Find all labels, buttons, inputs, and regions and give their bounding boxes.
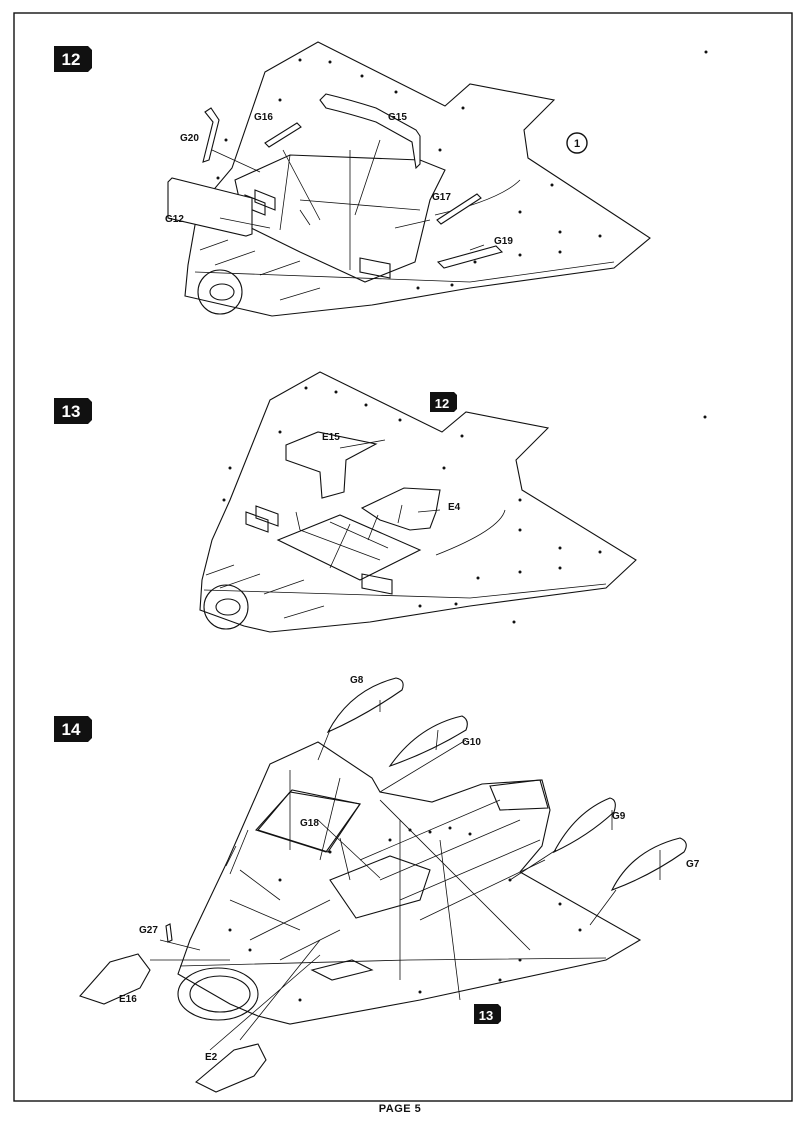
callout-G27: G27 <box>139 925 158 936</box>
svg-text:13: 13 <box>479 1008 493 1023</box>
step-badge-14: 14 <box>54 716 92 742</box>
callout-G12: G12 <box>165 214 184 225</box>
callout-G19: G19 <box>494 236 513 247</box>
part-G10-shape <box>388 715 468 768</box>
ref-badge-12: 12 <box>430 392 457 412</box>
wing-drawing-14 <box>177 741 642 1025</box>
callout-G10: G10 <box>462 737 481 748</box>
part-E2-shape <box>195 1043 267 1093</box>
page-frame <box>13 12 793 1102</box>
ref-step-1-marker: 1 <box>566 132 588 154</box>
part-G15-shape <box>319 93 421 170</box>
part-G9-shape <box>552 797 616 854</box>
wing-drawing-12 <box>184 41 651 317</box>
wing-drawing-13 <box>199 371 637 633</box>
callout-G20: G20 <box>180 133 199 144</box>
callout-E15: E15 <box>322 432 340 443</box>
part-G17-shape <box>436 193 482 225</box>
part-G8-shape <box>326 677 404 734</box>
step-12: 12 <box>54 41 651 317</box>
svg-text:12: 12 <box>62 50 81 69</box>
ref-badge-13: 13 <box>474 1004 501 1024</box>
callout-G9: G9 <box>612 811 626 822</box>
callout-G16: G16 <box>254 112 273 123</box>
callout-G7: G7 <box>686 859 700 870</box>
part-G12-shape <box>167 177 253 237</box>
callout-G18: G18 <box>300 818 319 829</box>
callout-E4: E4 <box>448 502 461 513</box>
part-G27-shape <box>165 923 173 943</box>
callout-E16: E16 <box>119 994 137 1005</box>
svg-text:14: 14 <box>62 720 81 739</box>
callout-G8: G8 <box>350 675 364 686</box>
svg-text:1: 1 <box>574 138 580 150</box>
callout-G17: G17 <box>432 192 451 203</box>
part-G20-shape <box>202 107 220 163</box>
step-14: 14 13 <box>54 675 700 1093</box>
part-E16-shape <box>79 953 151 1005</box>
part-G7-shape <box>610 837 687 891</box>
part-G18-shape <box>255 789 361 853</box>
step-badge-12: 12 <box>54 46 92 72</box>
svg-text:13: 13 <box>62 402 81 421</box>
page-number: PAGE 5 <box>378 1103 422 1115</box>
step-13: 13 12 <box>54 371 637 633</box>
callout-G15: G15 <box>388 112 407 123</box>
callout-E2: E2 <box>205 1052 218 1063</box>
part-G16-shape <box>264 122 302 148</box>
svg-text:12: 12 <box>435 396 449 411</box>
step-badge-13: 13 <box>54 398 92 424</box>
part-G19-shape <box>436 245 504 269</box>
